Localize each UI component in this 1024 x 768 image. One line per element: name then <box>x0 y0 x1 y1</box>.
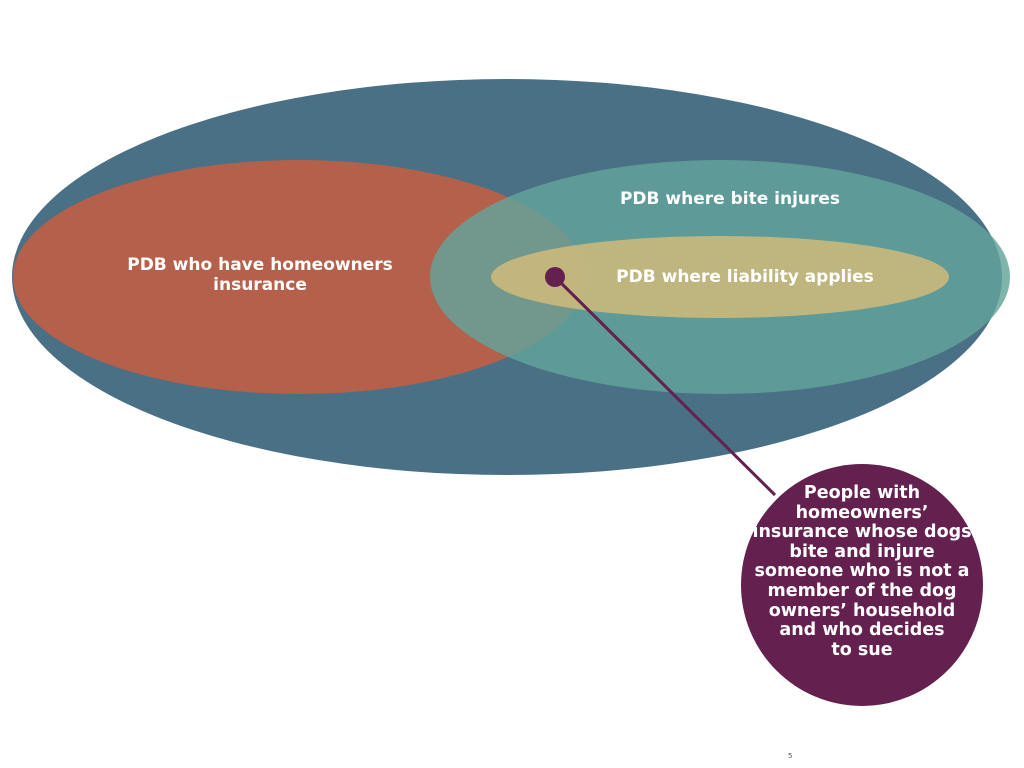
homeowners-label: PDB who have homeowners insurance <box>127 255 393 295</box>
page-number: 5 <box>788 752 793 760</box>
callout-circle <box>741 464 983 706</box>
bite-injures-label: PDB where bite injures <box>619 189 841 209</box>
liability-label: PDB where liability applies <box>616 267 874 287</box>
callout-text: People with homeowners’ insurance whose … <box>752 483 972 660</box>
homeowners-ellipse <box>13 160 585 394</box>
callout-dot <box>545 267 565 287</box>
callout-connector-line <box>553 275 777 497</box>
liability-ellipse <box>491 236 949 318</box>
